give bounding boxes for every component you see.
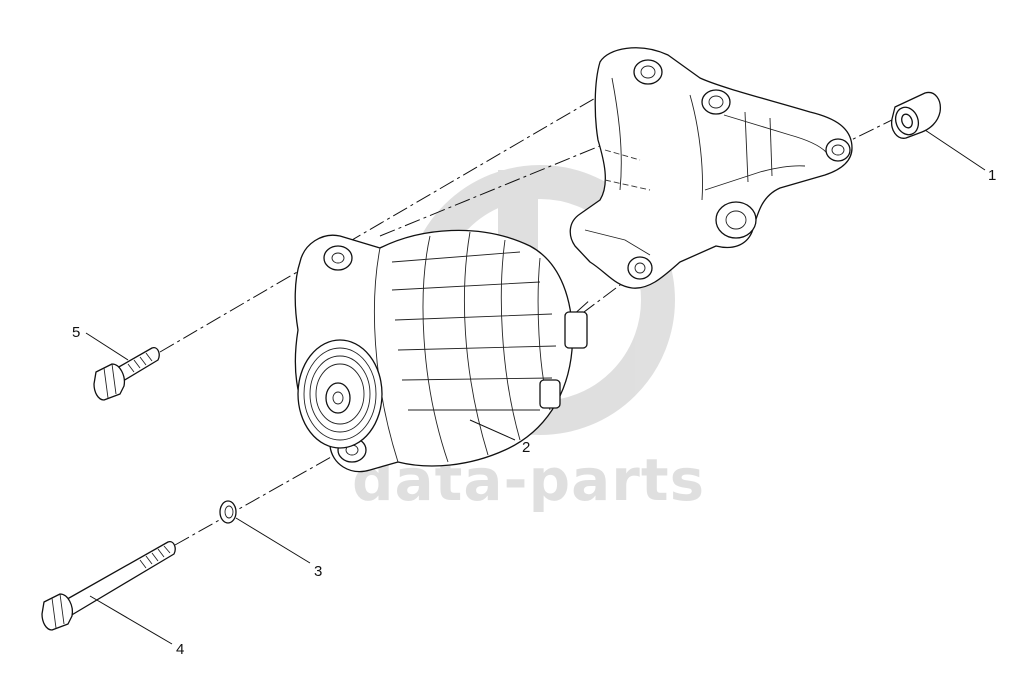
leader-lines [85, 129, 986, 645]
part-alternator [294, 229, 588, 473]
callout-1: 1 [988, 167, 996, 184]
callout-3: 3 [314, 563, 322, 580]
callout-2: 2 [522, 439, 530, 456]
callout-4: 4 [176, 641, 184, 658]
part-spacer-bushing [891, 91, 941, 139]
part-mounting-bracket [569, 47, 853, 289]
callout-5: 5 [72, 324, 80, 341]
part-washer [219, 500, 237, 524]
part-short-bolt [93, 347, 160, 401]
part-long-bolt [41, 541, 176, 631]
